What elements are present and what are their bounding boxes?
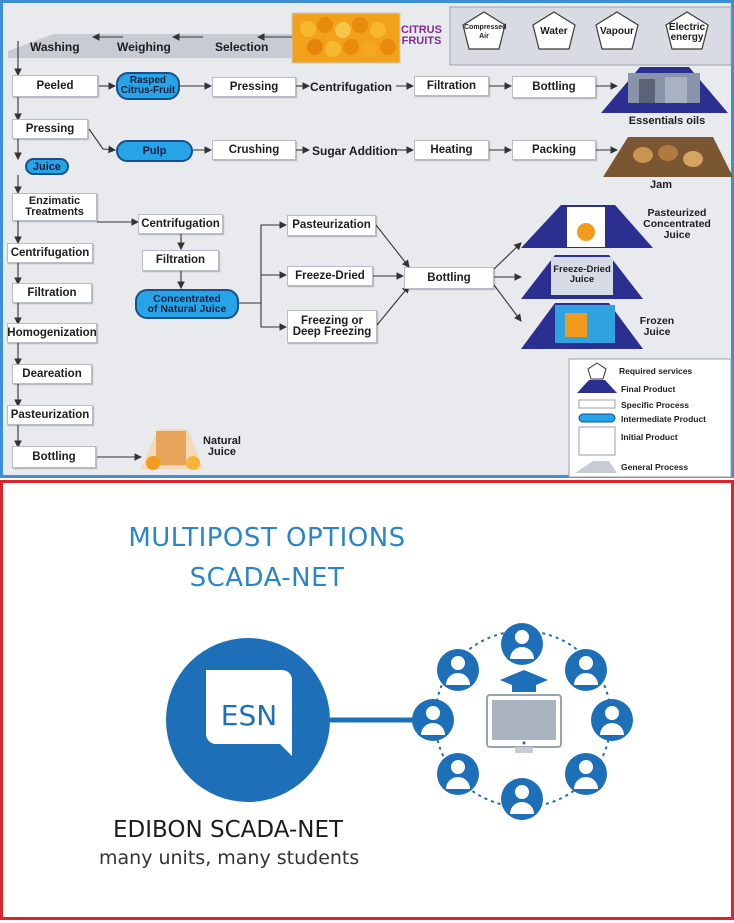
product-pasteurized-concentrated-juice: Pasteurized Concentrated Juice (643, 207, 711, 241)
step-bottling: Bottling (12, 446, 96, 468)
step-centrifugation: Centrifugation (7, 243, 93, 263)
jam-step-heating: Heating (414, 140, 489, 160)
general-step-selection: Selection (215, 40, 269, 54)
service-electric-energy: Electric energy (668, 22, 706, 43)
product-freeze-dried-juice: Freeze-Dried Juice (553, 264, 611, 285)
promo-title-line2: SCADA-NET (189, 563, 345, 593)
legend-final-product: Final Product (621, 384, 676, 394)
branch-pasteurization: Pasteurization (287, 215, 376, 236)
service-water: Water (540, 26, 568, 37)
intermediate-juice: Juice (25, 158, 69, 175)
step-filtration: Filtration (12, 283, 92, 303)
student-icons (412, 623, 633, 820)
product-jam: Jam (649, 179, 673, 191)
intermediate-rasped-citrus-fruit: Rasped Citrus-Fruit (116, 72, 180, 100)
step-pressing: Pressing (12, 119, 88, 139)
product-natural-juice: Natural Juice (203, 435, 241, 458)
esn-badge-text: ESN (220, 699, 278, 732)
general-process-banner (8, 34, 298, 58)
service-compressed-air: Compressed Air (464, 24, 507, 40)
network-graphic (166, 623, 633, 820)
service-vapour: Vapour (600, 26, 634, 37)
legend-general-process: General Process (621, 462, 689, 472)
intermediate-concentrated-natural-juice: Concentrated of Natural Juice (135, 289, 239, 319)
source-citrus-fruits: CITRUS FRUITS (401, 24, 442, 47)
step-pasteurization: Pasteurization (7, 405, 93, 425)
jam-step-sugar-addition: Sugar Addition (312, 144, 398, 158)
legend-specific-process: Specific Process (621, 400, 690, 410)
citrus-fruits-image (291, 12, 401, 64)
legend-required-services: Required services (619, 366, 693, 376)
oil-step-bottling: Bottling (512, 76, 596, 98)
step-enzimatic-treatments: Enzimatic Treatments (12, 193, 97, 221)
jam-step-packing: Packing (512, 140, 596, 160)
step-deareation: Deareation (12, 364, 92, 384)
brand-name: EDIBON SCADA-NET (113, 817, 344, 843)
final-product-shapes (521, 67, 733, 349)
conc-step-centrifugation: Centrifugation (138, 214, 223, 234)
general-step-weighing: Weighing (117, 40, 171, 54)
legend-symbols (575, 362, 617, 473)
oil-step-centrifugation: Centrifugation (310, 80, 392, 94)
jam-step-crushing: Crushing (212, 140, 296, 160)
product-essential-oils: Essentials oils (628, 115, 706, 127)
legend-initial-product: Initial Product (621, 432, 678, 442)
services-pentagons (462, 11, 709, 50)
branch-freezing-deep-freezing: Freezing or Deep Freezing (287, 310, 377, 343)
diagram-canvas (8, 6, 733, 478)
legend-intermediate-product: Intermediate Product (621, 414, 707, 424)
promo-title-line1: MULTIPOST OPTIONS (128, 523, 406, 553)
step-peeled: Peeled (12, 75, 98, 97)
esn-badge-shape (206, 670, 292, 756)
graduation-cap-icon (500, 670, 548, 692)
monitor-icon (486, 694, 562, 753)
process-diagram-panel: Washing Weighing Selection CITRUS FRUITS… (0, 0, 734, 478)
step-homogenization: Homogenization (7, 323, 97, 343)
branch-freeze-dried: Freeze-Dried (287, 266, 373, 286)
oil-step-filtration: Filtration (414, 76, 489, 96)
general-step-washing: Washing (30, 40, 80, 54)
intermediate-pulp: Pulp (116, 140, 193, 162)
scada-net-panel: MULTIPOST OPTIONS SCADA-NET (0, 480, 734, 920)
final-bottling: Bottling (404, 267, 494, 289)
conc-step-filtration: Filtration (142, 250, 219, 271)
oil-step-pressing: Pressing (212, 77, 296, 97)
brand-tagline: many units, many students (99, 847, 360, 869)
natural-juice-image (141, 429, 203, 470)
product-frozen-juice: Frozen Juice (639, 315, 675, 338)
